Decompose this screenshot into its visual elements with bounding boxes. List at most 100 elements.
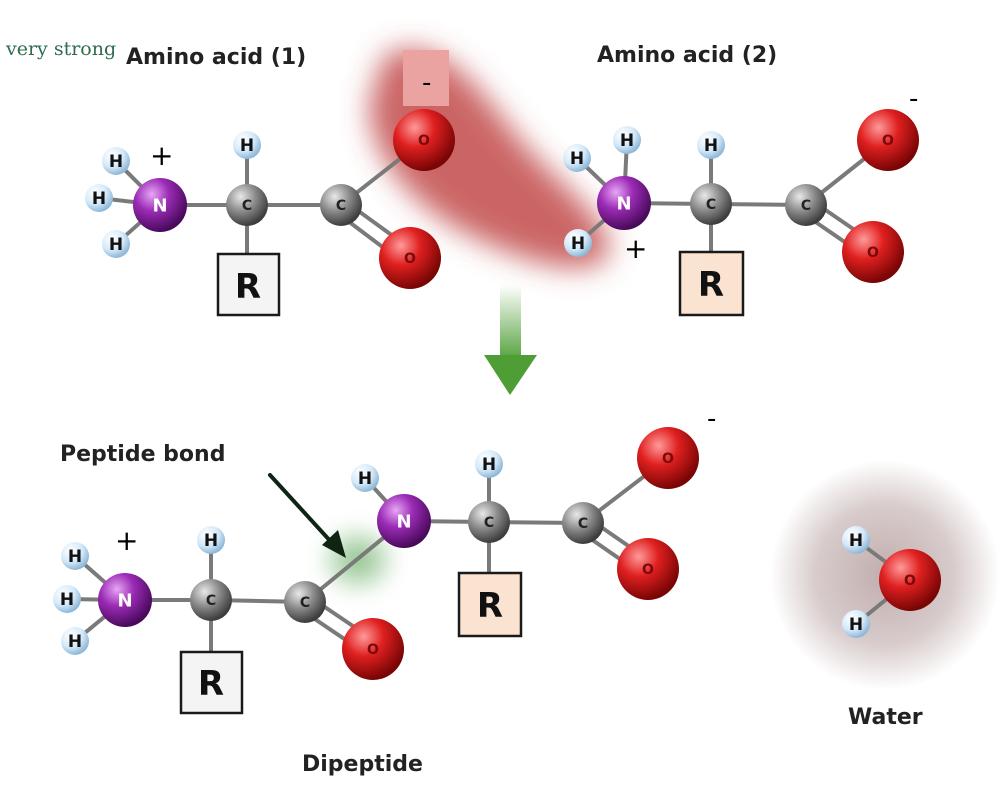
r-group-box-3 bbox=[179, 650, 244, 715]
hydrogen-symbol: H bbox=[109, 152, 123, 172]
carbon-atom: C bbox=[320, 184, 362, 226]
hydrogen-atom: H bbox=[85, 184, 113, 212]
hydrogen-symbol: H bbox=[60, 590, 74, 610]
nitrogen-symbol: N bbox=[396, 511, 411, 532]
carbon-sphere bbox=[226, 184, 268, 226]
carbon-sphere bbox=[562, 502, 604, 544]
oxygen-sphere bbox=[879, 549, 941, 611]
hydrogen-sphere bbox=[197, 526, 225, 554]
oxygen-symbol: O bbox=[642, 562, 654, 578]
carbon-symbol: C bbox=[484, 515, 494, 531]
hydrogen-symbol: H bbox=[704, 136, 718, 156]
carbon-atom: C bbox=[226, 184, 268, 226]
nitrogen-atom: N bbox=[597, 176, 651, 230]
hydrogen-sphere bbox=[613, 126, 641, 154]
oxygen-sphere bbox=[637, 427, 699, 489]
r-group-label-1: R bbox=[235, 267, 261, 307]
plus-charge-3: + bbox=[115, 524, 139, 557]
hydrogen-atom: H bbox=[842, 610, 870, 638]
hydrogen-atom: H bbox=[475, 450, 503, 478]
r-group-box-2 bbox=[678, 250, 745, 317]
carbon-atom: C bbox=[785, 184, 827, 226]
r-group-box-1 bbox=[216, 252, 281, 317]
peptide-bond-label: Peptide bond bbox=[60, 442, 226, 467]
hydrogen-sphere bbox=[102, 147, 130, 175]
hydrogen-symbol: H bbox=[204, 531, 218, 551]
dipeptide-label: Dipeptide bbox=[302, 752, 423, 777]
hydrogen-sphere bbox=[564, 229, 592, 257]
hydrogen-sphere bbox=[53, 585, 81, 613]
r-group-label-3: R bbox=[198, 664, 224, 704]
hydrogen-sphere bbox=[563, 144, 591, 172]
nitrogen-sphere bbox=[98, 573, 152, 627]
oxygen-atom: O bbox=[637, 427, 699, 489]
oxygen-sphere bbox=[393, 109, 455, 171]
carbon-sphere bbox=[468, 501, 510, 543]
carbon-symbol: C bbox=[300, 595, 310, 611]
hydrogen-symbol: H bbox=[849, 531, 863, 551]
oxygen-symbol: O bbox=[867, 245, 879, 261]
hydrogen-symbol: H bbox=[68, 632, 82, 652]
carbon-sphere bbox=[785, 184, 827, 226]
nitrogen-sphere bbox=[597, 176, 651, 230]
hydrogen-sphere bbox=[61, 542, 89, 570]
hydrogen-symbol: H bbox=[571, 234, 585, 254]
minus-charge-3: - bbox=[707, 404, 717, 434]
plus-charge-1: + bbox=[150, 139, 174, 172]
hydrogen-atom: H bbox=[613, 126, 641, 154]
oxygen-sphere bbox=[379, 227, 441, 289]
hydrogen-symbol: H bbox=[570, 149, 584, 169]
oxygen-symbol: O bbox=[882, 133, 894, 149]
oxygen-symbol: O bbox=[404, 251, 416, 267]
oxygen-atom: O bbox=[842, 221, 904, 283]
plus-charge-2: + bbox=[624, 232, 648, 265]
hydrogen-symbol: H bbox=[68, 547, 82, 567]
carbon-atom: C bbox=[468, 501, 510, 543]
water-label: Water bbox=[848, 705, 923, 730]
hydrogen-atom: H bbox=[61, 627, 89, 655]
hydrogen-atom: H bbox=[564, 229, 592, 257]
oxygen-atom: O bbox=[879, 549, 941, 611]
nitrogen-atom: N bbox=[377, 494, 431, 548]
hydrogen-symbol: H bbox=[358, 469, 372, 489]
hydrogen-sphere bbox=[475, 450, 503, 478]
carbon-atom: C bbox=[562, 502, 604, 544]
hydrogen-symbol: H bbox=[240, 136, 254, 156]
hydrogen-atom: H bbox=[102, 230, 130, 258]
nitrogen-symbol: N bbox=[152, 195, 167, 216]
r-group-box-4 bbox=[457, 571, 523, 638]
carbon-sphere bbox=[690, 183, 732, 225]
oxygen-atom: O bbox=[342, 618, 404, 680]
hydrogen-symbol: H bbox=[482, 455, 496, 475]
hydrogen-sphere bbox=[842, 610, 870, 638]
carbon-atom: C bbox=[690, 183, 732, 225]
carbon-symbol: C bbox=[336, 198, 346, 214]
hydrogen-sphere bbox=[61, 627, 89, 655]
oxygen-atom: O bbox=[393, 109, 455, 171]
r-group-label-2: R bbox=[698, 265, 724, 305]
oxygen-symbol: O bbox=[367, 642, 379, 658]
r-groups: R R R R bbox=[179, 250, 745, 715]
hydrogen-atom: H bbox=[61, 542, 89, 570]
carbon-symbol: C bbox=[242, 198, 252, 214]
oxygen-symbol: O bbox=[418, 133, 430, 149]
nitrogen-symbol: N bbox=[117, 590, 132, 611]
hydrogen-sphere bbox=[697, 131, 725, 159]
amino-acid-1-label: Amino acid (1) bbox=[126, 45, 307, 70]
hydrogen-symbol: H bbox=[620, 131, 634, 151]
carbon-sphere bbox=[320, 184, 362, 226]
nitrogen-atom: N bbox=[98, 573, 152, 627]
hydrogen-atom: H bbox=[102, 147, 130, 175]
r-group-label-4: R bbox=[477, 586, 503, 626]
hydrogen-sphere bbox=[842, 526, 870, 554]
oxygen-sphere bbox=[342, 618, 404, 680]
minus-charge-2: - bbox=[909, 84, 919, 114]
hydrogen-atom: H bbox=[351, 464, 379, 492]
oxygen-sphere bbox=[857, 109, 919, 171]
oxygen-atom: O bbox=[617, 538, 679, 600]
carbon-atom: C bbox=[284, 581, 326, 623]
hydrogen-atom: H bbox=[697, 131, 725, 159]
hydrogen-atom: H bbox=[563, 144, 591, 172]
oxygen-symbol: O bbox=[904, 573, 916, 589]
